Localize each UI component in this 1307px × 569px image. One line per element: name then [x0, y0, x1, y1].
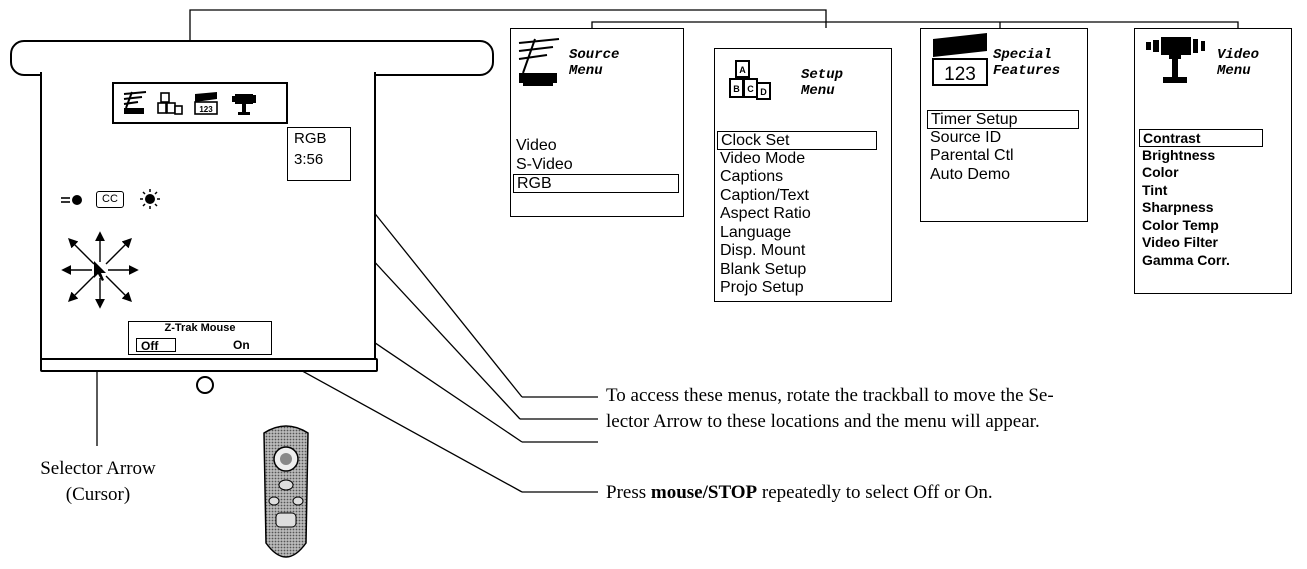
menu-item[interactable]: Timer Setup: [927, 110, 1079, 129]
menu-item[interactable]: Video Filter: [1142, 234, 1218, 250]
source-menu-mini-icon[interactable]: [120, 90, 148, 116]
status-source: RGB: [294, 130, 327, 147]
video-menu-mini-icon[interactable]: [230, 90, 258, 116]
svg-text:C: C: [747, 84, 754, 94]
menu-icon-strip: 123: [112, 82, 288, 124]
clapperboard-number: 123: [944, 64, 976, 85]
z-trak-off-option[interactable]: Off: [136, 338, 176, 353]
video-projector-icon: [1146, 37, 1205, 83]
mouse-stop-label: mouse/STOP: [650, 482, 758, 503]
menu-item[interactable]: RGB: [513, 174, 679, 193]
brightness-icon[interactable]: [136, 188, 164, 210]
remote-control-image: [263, 425, 309, 558]
screen-icon-row: CC: [58, 188, 188, 212]
menu-item[interactable]: Caption/Text: [720, 186, 809, 204]
press-mouse-caption: Press mouse/STOP repeatedly to select Of…: [606, 482, 993, 503]
menu-item[interactable]: Sharpness: [1142, 199, 1214, 215]
special-features-mini-icon[interactable]: 123: [192, 90, 220, 116]
source-menu-title: Source Menu: [569, 47, 620, 79]
clapperboard-icon: 123: [932, 33, 988, 86]
mute-icon[interactable]: [58, 191, 86, 209]
antenna-icon: [518, 38, 560, 86]
menu-item[interactable]: Color Temp: [1142, 216, 1219, 233]
status-time: 3:56: [294, 151, 324, 168]
menu-item[interactable]: Language: [720, 223, 792, 241]
menu-item[interactable]: Captions: [720, 168, 784, 185]
menus-access-line2: lector Arrow to these locations and the …: [606, 411, 1040, 432]
menu-item[interactable]: Gamma Corr.: [1142, 251, 1230, 268]
special-features-title: Special Features: [993, 47, 1061, 79]
menu-item[interactable]: Aspect Ratio: [720, 205, 811, 222]
menu-item[interactable]: Source ID: [930, 128, 1002, 146]
z-trak-title: Z-Trak Mouse: [164, 322, 236, 334]
svg-text:A: A: [739, 65, 746, 75]
selector-arrow-cursor: [61, 231, 139, 309]
menu-item[interactable]: Clock Set: [717, 131, 877, 150]
svg-text:B: B: [733, 84, 740, 94]
screen-bottom-bar: [40, 358, 378, 372]
menu-item[interactable]: Brightness: [1142, 146, 1216, 163]
menu-item[interactable]: Blank Setup: [720, 260, 807, 278]
screen-roller: [10, 40, 494, 76]
menu-item[interactable]: Disp. Mount: [720, 242, 806, 259]
selector-cursor-label: (Cursor): [65, 484, 131, 505]
menu-item[interactable]: Contrast: [1139, 129, 1263, 147]
menus-access-line1: To access these menus, rotate the trackb…: [606, 385, 1054, 406]
input-status-box: RGB 3:56: [287, 127, 351, 181]
menu-item[interactable]: S-Video: [516, 155, 573, 173]
selector-arrow-label: Selector Arrow: [40, 458, 156, 479]
setup-menu-title: Setup Menu: [801, 67, 844, 99]
menus-access-caption: To access these menus, rotate the trackb…: [606, 383, 1054, 435]
screen-pull-ring: [196, 376, 214, 394]
menu-item[interactable]: Video Mode: [720, 149, 806, 167]
menu-item[interactable]: Color: [1142, 164, 1179, 180]
setup-menu-mini-icon[interactable]: [156, 90, 184, 116]
z-trak-on-option[interactable]: On: [233, 338, 250, 352]
menu-item[interactable]: Tint: [1142, 181, 1168, 198]
svg-text:D: D: [760, 87, 767, 97]
closed-captions-icon[interactable]: CC: [96, 191, 124, 208]
menu-item[interactable]: Parental Ctl: [930, 147, 1014, 164]
selector-arrow-caption: Selector Arrow (Cursor): [18, 456, 178, 508]
menu-item[interactable]: Auto Demo: [930, 165, 1011, 183]
z-trak-mouse-box: Z-Trak Mouse Off On: [128, 321, 272, 355]
video-menu-title: Video Menu: [1217, 47, 1260, 79]
menu-item[interactable]: Video: [516, 137, 557, 154]
menu-item[interactable]: Projo Setup: [720, 279, 804, 296]
svg-text:123: 123: [199, 105, 213, 114]
